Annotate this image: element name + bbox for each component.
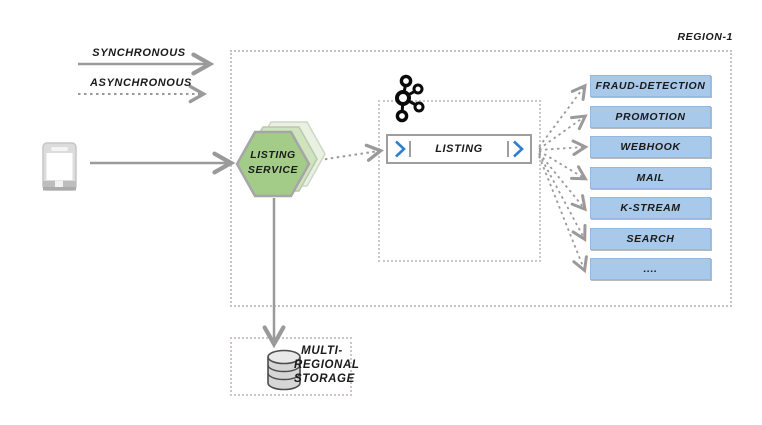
kafka-icon — [395, 74, 425, 123]
storage-label-line: MULTI- — [301, 345, 343, 357]
listing-topic-node: LISTING — [386, 134, 532, 164]
storage-label-line: STORAGE — [294, 373, 355, 385]
service-to-topic-arrow — [312, 151, 379, 162]
chevron-right-icon — [509, 139, 527, 159]
partition-divider — [507, 141, 509, 157]
smartphone-icon — [42, 142, 77, 191]
partition-divider — [409, 141, 411, 157]
consumer-box: FRAUD-DETECTION — [590, 75, 711, 97]
topic-to-consumer-arrows — [538, 87, 584, 269]
consumer-box: WEBHOOK — [590, 136, 711, 158]
listing-service-label: LISTING SERVICE — [247, 149, 299, 176]
consumer-box: SEARCH — [590, 227, 711, 250]
listing-topic-label: LISTING — [435, 143, 483, 155]
consumer-box: K-STREAM — [590, 197, 711, 219]
legend-synchronous-label: SYNCHRONOUS — [92, 47, 186, 59]
consumer-box: MAIL — [590, 166, 711, 189]
legend-asynchronous-label: ASYNCHRONOUS — [90, 77, 192, 89]
database-cylinder-icon — [267, 349, 301, 391]
chevron-right-icon — [391, 139, 409, 159]
region-boundary — [230, 50, 732, 307]
storage-label-line: REGIONAL — [294, 359, 360, 371]
kafka-cluster-boundary — [378, 100, 541, 262]
consumer-box: .... — [590, 258, 711, 280]
storage-label: MULTI- REGIONAL STORAGE — [294, 344, 360, 386]
listing-service-hexagon — [235, 121, 326, 198]
storage-boundary — [230, 337, 352, 396]
region-label: REGION-1 — [677, 31, 733, 43]
consumer-box: PROMOTION — [590, 105, 711, 128]
